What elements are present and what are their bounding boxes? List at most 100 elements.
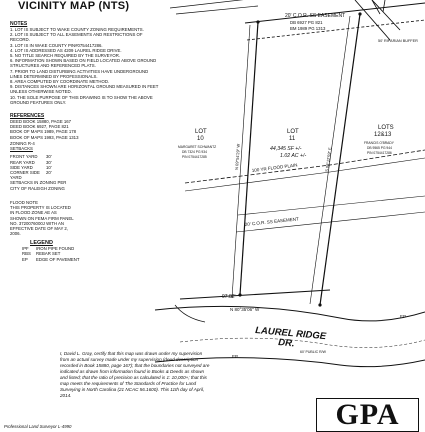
bearing-right: S 08°12'59" E	[324, 147, 332, 172]
zoning-label: ZONING R-4	[10, 141, 35, 146]
notes-header: NOTES	[10, 21, 28, 27]
flood-plain-line	[184, 149, 425, 184]
lot-line-left-inner	[231, 24, 251, 299]
easement-top-line-1	[244, 2, 425, 24]
vicinity-map-title: VICINITY MAP (NTS)	[18, 0, 130, 12]
lot10-owner: MARGARET SCHWANTZ	[178, 145, 216, 149]
note-item: 5. NO TITLE SEARCH REQUIRED BY THE SURVE…	[10, 53, 120, 59]
flood-note-header: FLOOD NOTE	[10, 200, 38, 205]
setback-row: SIDE YARD 10'	[10, 165, 66, 170]
setbacks-label: SETBACKS	[10, 146, 33, 152]
lot12-pin: PIN 0754417286	[367, 151, 392, 155]
ep-label-right: EP	[400, 314, 406, 319]
legend-symbol: IPF	[22, 246, 29, 252]
riparian-label: 50' RIPARIAN BUFFER	[378, 39, 418, 43]
lot10-pin: PIN 0754417285	[182, 155, 207, 159]
note-item: 8. AREA COMPUTED BY COORDINATE METHOD.	[10, 79, 110, 85]
easement-mid-label: 20' C.O.R. SS EASEMENT	[245, 216, 300, 227]
setback-value: 30'	[46, 159, 52, 165]
road-edge-top	[154, 305, 425, 322]
front-bearing: N 80°35'06" W	[230, 307, 260, 312]
lot-line-right-inner	[309, 15, 351, 305]
road-centerline	[179, 337, 425, 348]
legend-header: LEGEND	[30, 240, 53, 246]
lot11-acres: 1.02 AC +/-	[280, 153, 306, 159]
lot12-deed: DB 9565 PG 944	[367, 146, 392, 150]
reference-item: DEED BOOK 6927, PAGE 821	[10, 124, 69, 130]
note-item: 2. LOT IS SUBJECT TO ALL EASEMENTS AND R…	[10, 32, 143, 43]
note-item: 9. DISTANCES SHOWN ARE HORIZONTAL GROUND…	[10, 84, 159, 95]
note-item: 3. LOT IS IN WAKE COUNTY PIN#0754417286.	[10, 42, 103, 48]
legend-item: IPF IRON PIPE FOUND	[22, 246, 80, 251]
reference-item: BOOK OF MAPS 1989, PAGE 178	[10, 129, 77, 135]
notes-section: NOTES 1. LOT IS SUBJECT TO WAKE COUNTY Z…	[10, 21, 160, 105]
easement-top-label: 20' C.O.R. SS EASEMENT	[285, 13, 345, 19]
setback-label: REAR YARD	[10, 159, 35, 165]
street-row: 60' PUBLIC R/W	[300, 350, 327, 354]
street-suffix: DR.	[278, 337, 295, 349]
setback-value: 10'	[46, 164, 52, 170]
monument-marker	[256, 20, 260, 24]
reference-item: BOOK OF MAPS 1993, PAGE 1313	[10, 134, 79, 140]
lot12-number: 12&13	[374, 132, 392, 138]
monument-marker	[358, 12, 362, 16]
ep-label: EP	[232, 354, 238, 359]
setback-row: CORNER SIDE YARD 20'	[10, 170, 66, 180]
flood-note-line: SHOWN ON FEMA FIRM PANEL	[10, 215, 74, 221]
buffer-line-1	[354, 0, 391, 41]
flood-note-line: THIS PROPERTY IS LOCATED	[10, 205, 71, 211]
setback-note-line: SETBACKS IN ZONING PER	[10, 180, 67, 186]
lot11-number: 11	[289, 136, 296, 142]
gpa-logo: GPA	[316, 398, 419, 432]
easement-mid-line-2	[235, 211, 425, 233]
legend-label: IRON PIPE FOUND	[36, 246, 75, 252]
legend-label: EDGE OF PAVEMENT	[36, 256, 80, 262]
front-dimension: 97.82'	[222, 294, 236, 300]
setback-label: SIDE YARD	[10, 164, 33, 170]
note-item: 7. PRIOR TO LAND DISTURBING ACTIVITIES H…	[10, 68, 149, 79]
setback-value: 30'	[46, 154, 52, 160]
flood-note-line: 2006.	[10, 231, 21, 237]
monument-marker	[238, 293, 242, 297]
front-lot-line	[179, 289, 331, 300]
lot-line-left	[239, 21, 259, 296]
flood-plain-label: 100 YR FLOOD PLAIN	[252, 162, 298, 173]
buffer-line-4	[382, 0, 386, 13]
surveyor-certification: I, David L. Gray, certify that this map …	[60, 351, 210, 398]
legend-item: EP EDGE OF PAVEMENT	[22, 257, 80, 262]
setback-label: CORNER SIDE YARD	[10, 170, 40, 181]
notes-list: 1. LOT IS SUBJECT TO WAKE COUNTY ZONING …	[10, 27, 160, 105]
top-line-left-2	[175, 5, 259, 15]
easement-top-map: BM 1989 PG 1313	[290, 26, 326, 31]
lot11-area: 44,345 SF +/-	[270, 146, 302, 152]
references-header: REFERENCES	[10, 113, 45, 119]
setback-row: REAR YARD 30'	[10, 160, 66, 165]
note-item: 4. LOT IS ADDRESSED AS 4209 LAUREL RIDGE…	[10, 47, 122, 53]
lot12-label: LOTS	[378, 125, 394, 131]
monument-marker	[318, 303, 322, 307]
signature-line: Professional Land Surveyor L-4990	[4, 424, 72, 429]
note-item: 6. INFORMATION SHOWN BASED ON FIELD LOCA…	[10, 58, 157, 69]
driveway-curve	[174, 304, 206, 323]
lot10-label: LOT	[195, 129, 207, 135]
note-item: 1. LOT IS SUBJECT TO WAKE COUNTY ZONING …	[10, 27, 144, 32]
legend-symbol: EP	[22, 256, 28, 262]
note-item: 10. THE SOLE PURPOSE OF THIS DRAWING IS …	[10, 94, 153, 105]
legend-label: REBAR SET	[36, 251, 61, 257]
buffer-line-2	[371, 0, 401, 31]
buffer-line-3	[371, 0, 381, 15]
lot-line-right	[319, 13, 361, 306]
setback-note-line: CITY OF RALEIGH ZONING	[10, 185, 65, 191]
flood-plain-line-2	[184, 157, 425, 192]
setback-value: 20'	[46, 170, 52, 176]
easement-top-line-2	[246, 19, 425, 41]
